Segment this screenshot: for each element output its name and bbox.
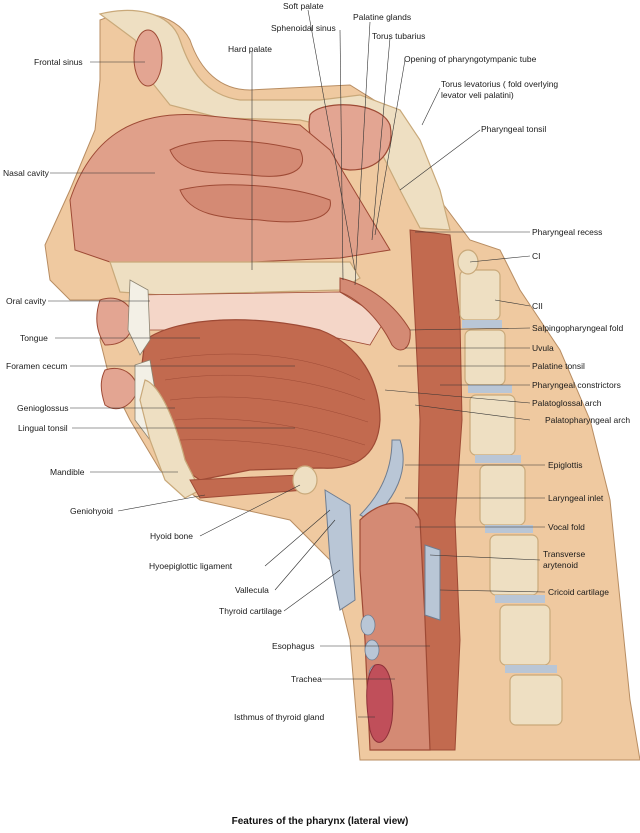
thyroid-cartilage (324, 489, 356, 611)
upper-lip (96, 297, 136, 346)
upper-incisor (127, 279, 151, 356)
label-geniohyoid: Geniohyoid (70, 506, 114, 516)
label-thyroid-cartilage: Thyroid cartilage (219, 606, 282, 616)
label-pharyngeal-tonsil: Pharyngeal tonsil (481, 124, 547, 134)
frontal-sinus (133, 29, 163, 87)
label-vocal-fold: Vocal fold (548, 522, 585, 532)
label-palatine-glands: Palatine glands (353, 12, 412, 22)
thyroid-isthmus (366, 664, 394, 743)
figure-caption: Features of the pharynx (lateral view) (231, 816, 409, 827)
label-ci: CI (532, 251, 541, 261)
tongue (139, 319, 381, 481)
label-laryngeal-inlet: Laryngeal inlet (548, 493, 604, 503)
label-opening-pharyngotympanic: Opening of pharyngotympanic tube (404, 54, 537, 64)
leader-lines (48, 9, 546, 718)
label-lingual-tonsil: Lingual tonsil (18, 423, 68, 433)
label-mandible: Mandible (50, 467, 85, 477)
label-hard-palate: Hard palate (228, 44, 272, 54)
label-soft-palate: Soft palate (283, 1, 324, 11)
label-transverse-2: arytenoid (543, 560, 578, 570)
label-trachea: Trachea (291, 674, 322, 684)
label-transverse-1: Transverse (543, 549, 586, 559)
label-torus-levatorius-1: Torus levatorius ( fold overlying (441, 79, 559, 89)
label-genioglossus: Genioglossus (17, 403, 69, 413)
label-salpingopharyngeal-fold: Salpingopharyngeal fold (532, 323, 624, 333)
label-pharyngeal-constrictors: Pharyngeal constrictors (532, 380, 621, 390)
label-hyoepiglottic-ligament: Hyoepiglottic ligament (149, 561, 233, 571)
label-palatopharyngeal-arch: Palatopharyngeal arch (545, 415, 631, 425)
label-esophagus: Esophagus (272, 641, 315, 651)
label-tongue: Tongue (20, 333, 48, 343)
label-palatine-tonsil: Palatine tonsil (532, 361, 585, 371)
vertebral-column (459, 269, 563, 726)
label-foramen-cecum: Foramen cecum (6, 361, 68, 371)
label-torus-tubarius: Torus tubarius (372, 31, 426, 41)
label-isthmus-thyroid: Isthmus of thyroid gland (234, 712, 325, 722)
hyoid-bone (292, 465, 318, 495)
label-vallecula: Vallecula (235, 585, 269, 595)
label-sphenoidal-sinus: Sphenoidal sinus (271, 23, 336, 33)
label-pharyngeal-recess: Pharyngeal recess (532, 227, 603, 237)
label-frontal-sinus: Frontal sinus (34, 57, 83, 67)
mandible-bone (139, 379, 201, 499)
label-uvula: Uvula (532, 343, 554, 353)
atlas-c1 (457, 249, 479, 275)
label-cii: CII (532, 301, 543, 311)
label-torus-levatorius-2: levator veli palatini) (441, 90, 514, 100)
label-epiglottis: Epiglottis (548, 460, 583, 470)
label-nasal-cavity: Nasal cavity (3, 168, 49, 178)
label-cricoid-cartilage: Cricoid cartilage (548, 587, 609, 597)
cricoid-cartilage (424, 544, 441, 621)
label-hyoid-bone: Hyoid bone (150, 531, 194, 541)
label-palatoglossal-arch: Palatoglossal arch (532, 398, 602, 408)
soft-palate (339, 277, 411, 351)
label-oral-cavity: Oral cavity (6, 296, 47, 306)
epiglottis (359, 439, 404, 521)
tongue-fibers (159, 353, 369, 463)
nasal-conchae (169, 140, 331, 223)
lower-lip (100, 367, 139, 410)
